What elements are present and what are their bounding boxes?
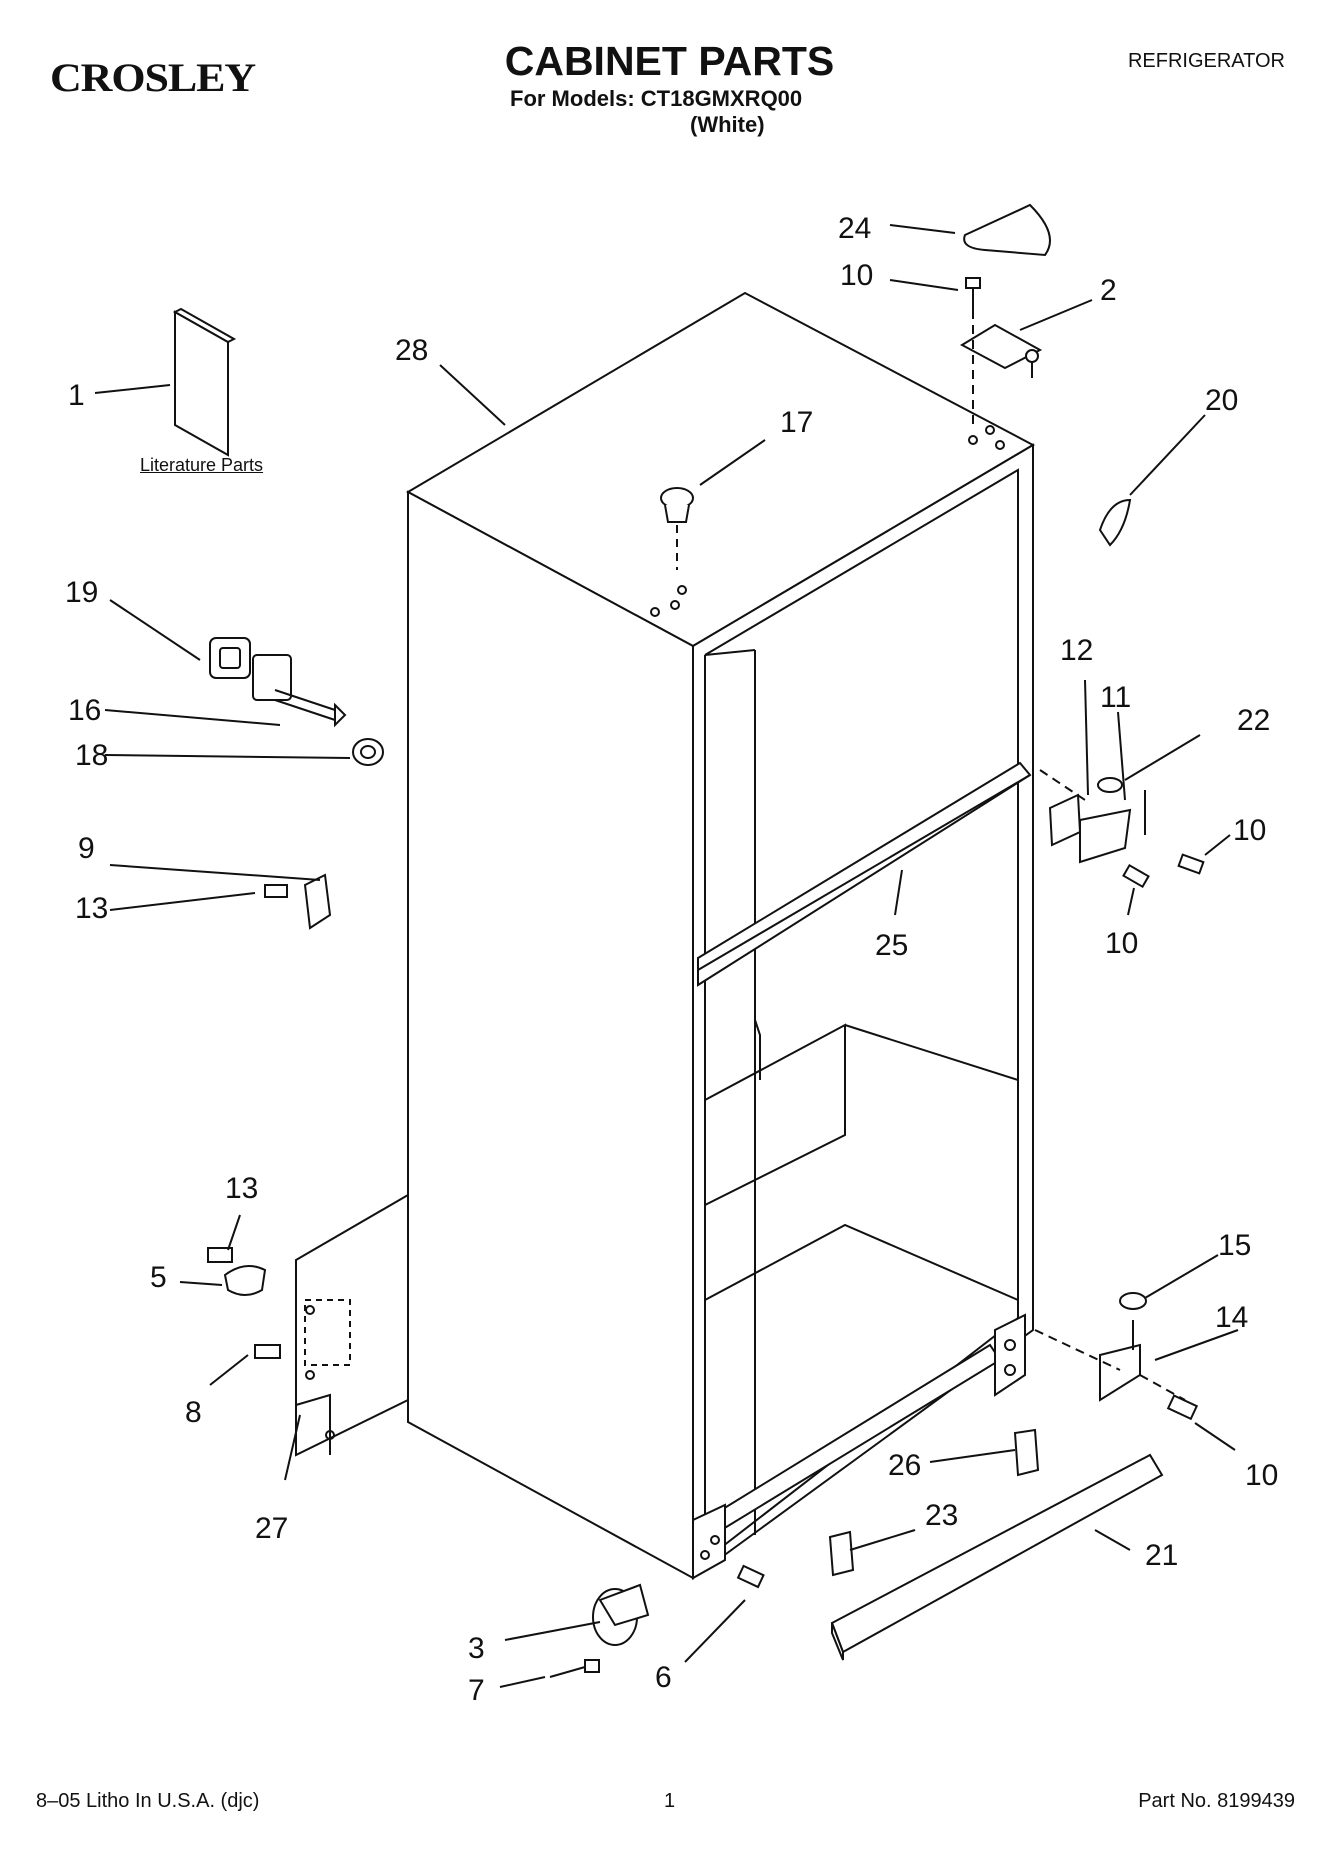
callout-19: 19 <box>65 576 98 609</box>
models-line: For Models: CT18GMXRQ00 <box>510 86 803 111</box>
callout-12: 12 <box>1060 634 1093 667</box>
callout-13-top: 13 <box>75 892 108 925</box>
callout-10-top: 10 <box>840 259 873 292</box>
callout-25: 25 <box>875 929 908 962</box>
color-line: (White) <box>690 112 765 137</box>
callout-1: 1 <box>68 379 85 412</box>
callout-26: 26 <box>888 1449 921 1482</box>
callout-10-right: 10 <box>1233 814 1266 847</box>
litho-note: 8–05 Litho In U.S.A. (djc) <box>36 1790 260 1812</box>
page-title: CABINET PARTS <box>504 38 835 84</box>
callout-8: 8 <box>185 1396 202 1429</box>
product-type: REFRIGERATOR <box>1127 50 1285 72</box>
callout-10-mid: 10 <box>1105 927 1138 960</box>
callout-20: 20 <box>1205 384 1238 417</box>
callout-10-bottom: 10 <box>1245 1459 1278 1492</box>
callout-22: 22 <box>1237 704 1270 737</box>
callout-5: 5 <box>150 1261 167 1294</box>
callout-16: 16 <box>68 694 101 727</box>
callout-11: 11 <box>1100 681 1131 714</box>
literature-parts-label: Literature Parts <box>140 455 264 475</box>
callout-15: 15 <box>1218 1229 1251 1262</box>
callout-6: 6 <box>655 1661 672 1694</box>
callout-2: 2 <box>1100 274 1117 307</box>
callout-14: 14 <box>1215 1301 1248 1334</box>
callout-9: 9 <box>78 832 95 865</box>
callout-17: 17 <box>780 406 813 439</box>
part-number: Part No. 8199439 <box>1138 1790 1295 1812</box>
callout-7: 7 <box>468 1674 485 1707</box>
page-number: 1 <box>664 1790 676 1812</box>
callout-13-bottom: 13 <box>225 1172 258 1205</box>
brand-logo: CROSLEY <box>50 55 256 100</box>
callout-27: 27 <box>255 1512 288 1545</box>
callout-3: 3 <box>468 1632 485 1665</box>
callout-18: 18 <box>75 739 108 772</box>
callout-28: 28 <box>395 334 428 367</box>
callout-24: 24 <box>838 212 871 245</box>
callout-labels: 1 2 3 5 6 7 8 9 10 10 10 10 11 12 13 13 … <box>65 212 1278 1707</box>
callout-21: 21 <box>1145 1539 1178 1572</box>
callout-23: 23 <box>925 1499 958 1532</box>
